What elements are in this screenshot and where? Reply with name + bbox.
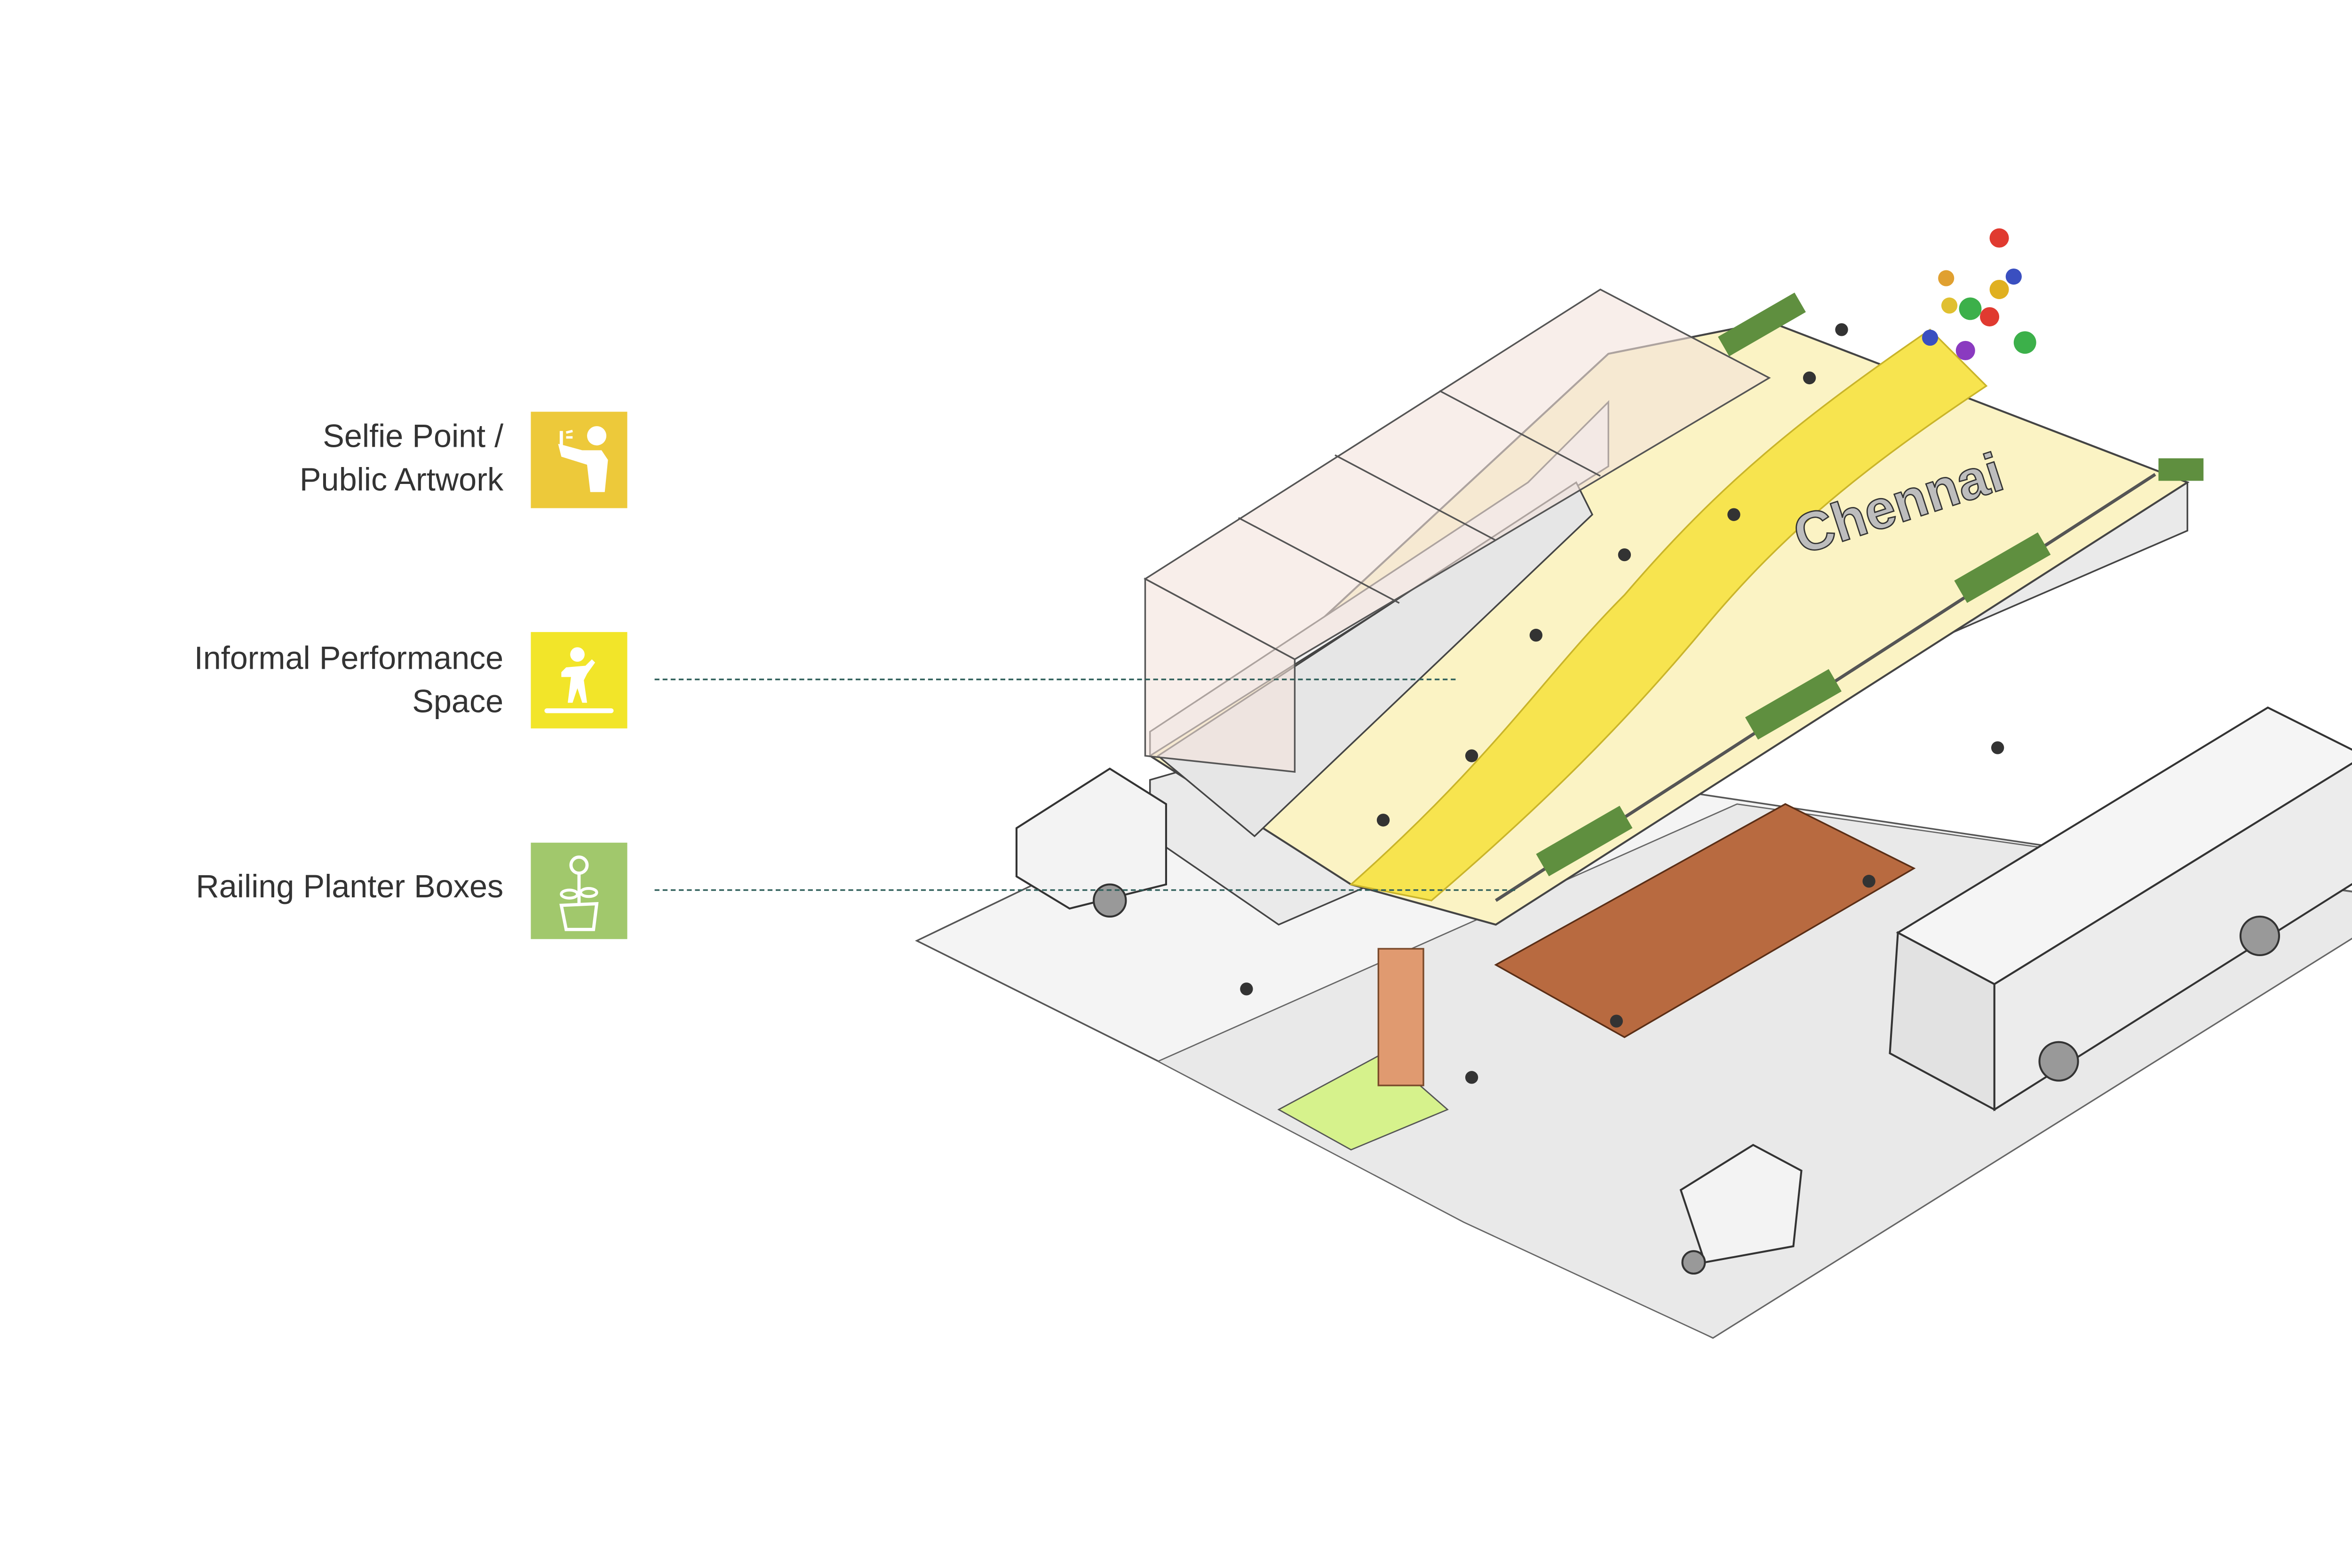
bus (1889, 706, 2352, 1111)
flower-pot-icon (531, 842, 628, 939)
people (1240, 323, 2004, 1084)
legend-label: Railing Planter Boxes (196, 867, 503, 910)
sunken-amphitheatre (1494, 803, 1916, 1038)
balloons (1922, 228, 2036, 360)
legend-label: Informal Performance Space (194, 638, 504, 725)
auto-rickshaw (1679, 1144, 1803, 1275)
legend-label-line: Informal Performance (194, 641, 504, 677)
leader-line-planters (654, 889, 1515, 891)
legend-label-line: Railing Planter Boxes (196, 870, 504, 906)
legend-label-line: Space (412, 685, 504, 721)
mesh-canopy (1144, 288, 1771, 773)
legend-label: Selfie Point / Public Artwork (300, 417, 503, 504)
leader-line-performance (654, 678, 1456, 681)
jeep (1015, 767, 1167, 918)
legend-label-line: Public Artwork (299, 463, 504, 499)
planter-boxes (1536, 293, 2204, 877)
performer-singing-icon (531, 632, 628, 729)
legend-label-line: Selfie Point / (323, 420, 504, 455)
pillar (1377, 948, 1424, 1086)
selfie-person-icon (531, 412, 628, 508)
